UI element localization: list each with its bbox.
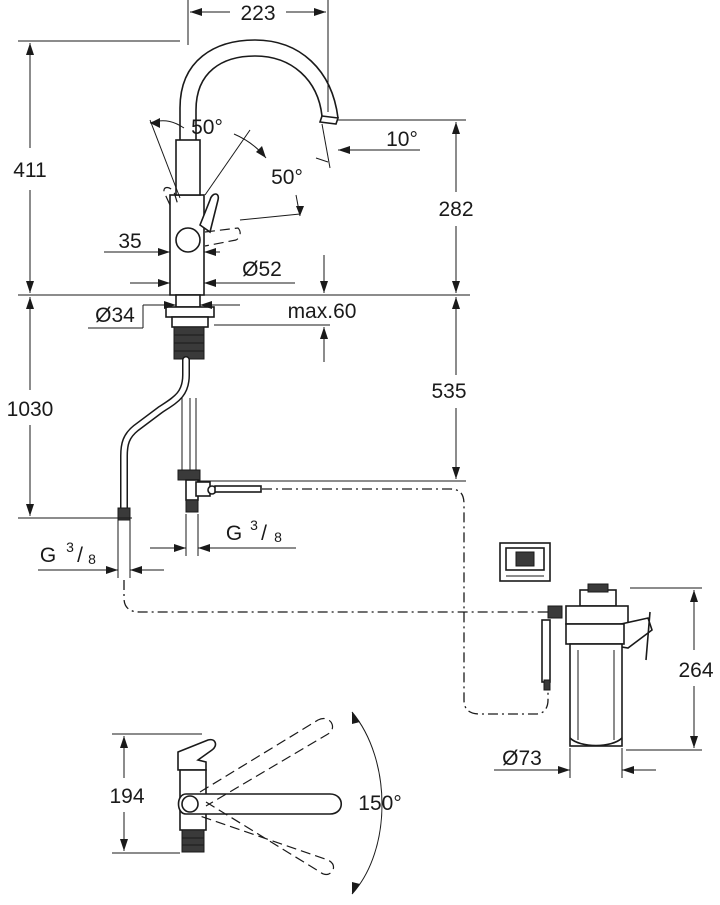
dim-spout-height: 282 [338, 119, 474, 293]
dim-hose-right: 535 [198, 297, 467, 482]
filter-display-icon [499, 542, 551, 582]
dim-hose-left: 1030 [7, 297, 132, 519]
filter-unit [541, 583, 653, 747]
label-g-right-slash: / [261, 522, 267, 545]
dim-max-deck: max.60 [214, 255, 356, 362]
hoses [117, 356, 262, 521]
label-g-left-num: 3 [66, 539, 74, 555]
label-angle-50-right: 50° [271, 166, 303, 189]
dim-top-view-height: 194 [109, 733, 202, 854]
label-194: 194 [109, 785, 144, 808]
label-1030: 1030 [7, 398, 54, 421]
label-411: 411 [13, 159, 46, 182]
angle-annotations: 50° 50° 10° [149, 116, 420, 221]
label-d52: Ø52 [242, 258, 282, 281]
filter-connection-lines [123, 488, 549, 715]
tap-top-view: 150° [177, 711, 402, 895]
label-150: 150° [358, 792, 401, 815]
dim-lever-width: 35 [104, 225, 220, 260]
label-angle-50-left: 50° [191, 116, 223, 139]
tap-side-view [163, 39, 340, 360]
label-223: 223 [240, 2, 275, 25]
label-g-right-num: 3 [250, 517, 258, 533]
label-d73: Ø73 [502, 747, 542, 770]
dim-filter-diameter: Ø73 [494, 747, 656, 778]
label-g-left-slash: / [77, 544, 83, 567]
label-g-right-den: 8 [274, 529, 282, 545]
label-264: 264 [678, 659, 713, 682]
thread-label-left: G 3 / 8 [38, 520, 164, 578]
label-g-left-den: 8 [88, 551, 96, 567]
dim-body-diameter: Ø52 [130, 258, 295, 287]
dim-spout-reach: 223 [187, 0, 329, 112]
dim-filter-height: 264 [626, 587, 714, 751]
dim-total-height: 411 [13, 40, 180, 293]
label-535: 535 [431, 380, 466, 403]
dim-shank-diameter: Ø34 [88, 301, 240, 329]
label-g-left: G [40, 544, 56, 567]
label-g-right: G [226, 522, 242, 545]
label-max60: max.60 [288, 300, 357, 323]
label-angle-10: 10° [386, 128, 418, 151]
label-282: 282 [438, 198, 473, 221]
label-d34: Ø34 [95, 304, 135, 327]
label-35: 35 [118, 230, 141, 253]
thread-label-right: G 3 / 8 [150, 514, 296, 556]
